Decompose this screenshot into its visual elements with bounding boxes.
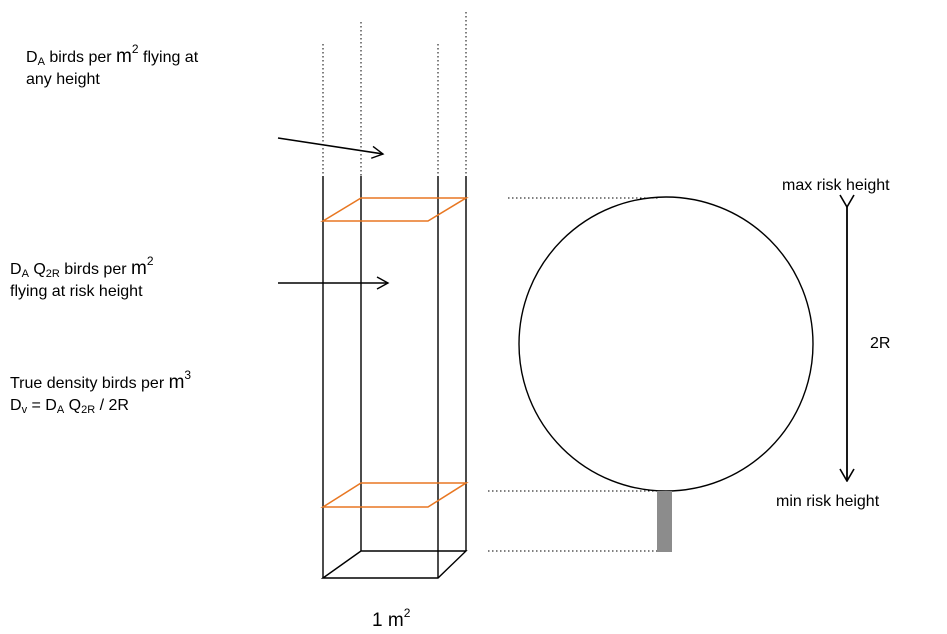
dv-subscript: v bbox=[21, 404, 28, 416]
upper-risk-plane bbox=[320, 197, 469, 222]
equals-da: = D bbox=[27, 397, 57, 414]
label-true-density-formula: Dv = DA Q2R / 2R bbox=[10, 395, 191, 417]
da-subscript: A bbox=[37, 56, 45, 68]
label-risk-height: DA Q2R birds per m2 flying at risk heigh… bbox=[10, 255, 154, 303]
birds-per-text: birds per bbox=[59, 261, 131, 278]
birds-per-text: birds per bbox=[44, 49, 117, 66]
column-base bbox=[320, 550, 468, 579]
area-exponent: 2 bbox=[403, 606, 411, 620]
q-symbol: Q bbox=[28, 261, 46, 278]
divide-2r: / 2R bbox=[95, 397, 129, 414]
level-guides bbox=[488, 197, 660, 552]
unit-exponent: 2 bbox=[146, 254, 154, 268]
unit-m: m bbox=[131, 258, 147, 279]
arrow-any-height bbox=[277, 137, 385, 159]
rotor-swept-area bbox=[518, 196, 814, 492]
label-max-risk-height: max risk height bbox=[782, 177, 890, 194]
da-subscript: A bbox=[56, 404, 65, 416]
label-area-1m2: 1 m2 bbox=[372, 607, 410, 632]
label-any-height-line2: any height bbox=[26, 71, 100, 88]
label-risk-height-line1: DA Q2R birds per m2 bbox=[10, 255, 154, 281]
column-prism bbox=[320, 176, 468, 579]
q-symbol: Q bbox=[64, 397, 82, 414]
area-text: 1 m bbox=[372, 610, 404, 631]
unit-exponent: 2 bbox=[131, 42, 139, 56]
lower-risk-plane bbox=[320, 482, 469, 508]
da-symbol: D bbox=[26, 49, 38, 66]
q-subscript: 2R bbox=[81, 404, 96, 416]
label-true-density-line1: True density birds per m3 bbox=[10, 369, 191, 395]
unit-m: m bbox=[168, 372, 185, 393]
column-extensions bbox=[322, 12, 467, 176]
label-any-height-line1: DA birds per m2 flying at bbox=[26, 43, 199, 69]
label-any-height: DA birds per m2 flying at any height bbox=[26, 43, 199, 91]
turbine-tower bbox=[657, 491, 672, 552]
label-risk-height-line2: flying at risk height bbox=[10, 283, 143, 300]
unit-m: m bbox=[116, 46, 132, 67]
label-true-density: True density birds per m3 Dv = DA Q2R / … bbox=[10, 369, 191, 417]
q-subscript: 2R bbox=[45, 268, 60, 280]
da-symbol: D bbox=[10, 261, 22, 278]
unit-exponent: 3 bbox=[184, 368, 192, 382]
da-subscript: A bbox=[21, 268, 29, 280]
label-diameter-2r: 2R bbox=[870, 335, 891, 352]
label-min-risk-height: min risk height bbox=[776, 493, 880, 510]
true-density-text: True density birds per bbox=[10, 375, 169, 392]
dv-symbol: D bbox=[10, 397, 22, 414]
flying-at-text: flying at bbox=[138, 49, 199, 66]
